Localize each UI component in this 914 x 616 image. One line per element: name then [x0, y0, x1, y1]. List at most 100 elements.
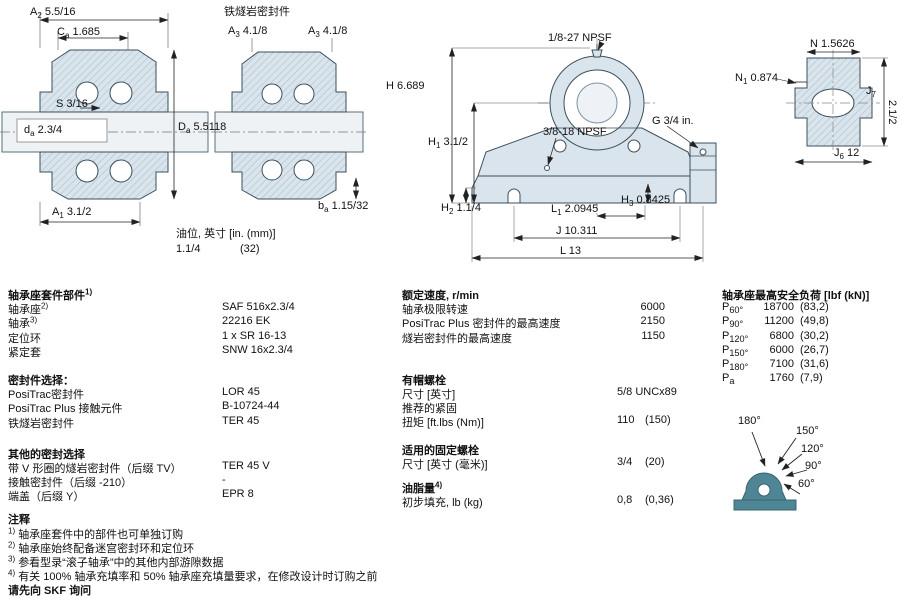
row-label: 推荐的紧固: [402, 403, 457, 416]
dim-s-label: S 3/16: [56, 98, 88, 110]
dim-sub: a: [30, 129, 35, 139]
note-line-2: 2) 轴承座始终配备迷宫密封环和定位环: [8, 540, 400, 555]
dim-value: 2.0945: [564, 203, 599, 215]
load-row-150: P150°6000(26,7): [722, 344, 910, 358]
note-mark: 3): [8, 554, 16, 564]
dim-prefix: A: [30, 6, 38, 18]
dim-value: 1.1/4: [456, 202, 481, 214]
other-seals-title: 其他的密封选择: [8, 448, 85, 461]
row-label: 扭矩 [ft.lbs (Nm)]: [402, 417, 484, 430]
angle-label-60: 60°: [798, 478, 815, 490]
oil-level-note: 油位, 英寸 [in. (mm)]: [176, 228, 276, 240]
row-value: 3/4: [617, 455, 633, 468]
row-label: 轴承座2): [8, 301, 48, 317]
row-value: 22216 EK: [222, 315, 271, 328]
dim-sub: 3: [628, 199, 634, 209]
dim-prefix: J: [866, 85, 872, 97]
dim-prefix: S: [56, 98, 64, 110]
row-label: 尺寸 [英寸 (毫米)]: [402, 458, 488, 471]
dim-value: 4.1/8: [322, 25, 348, 37]
row-value-kn: (31,6): [800, 357, 829, 370]
dim-value: 5.5/16: [44, 6, 76, 18]
left-section-drawing: [0, 13, 212, 226]
row-label: 带 V 形圈的燧岩密封件（后缀 TV）: [8, 462, 182, 475]
row-label: 初步填充, lb (kg): [402, 497, 483, 510]
row-value: 1150: [641, 329, 665, 342]
row-label: PosiTrac密封件: [8, 389, 84, 402]
oil-level-mm: (32): [240, 243, 260, 255]
row-label: 燧岩密封件的最高速度: [402, 332, 512, 345]
loads-title: 轴承座最高安全负荷 [lbf (kN)]: [722, 290, 870, 302]
dim-value: 4.1/8: [242, 25, 268, 37]
parts-title: 轴承座套件部件1): [8, 287, 400, 302]
dim-value: 1.15/32: [331, 200, 369, 212]
load-row-120: P120°6800(30,2): [722, 330, 910, 344]
note-line-3: 3) 参看型录“滚子轴承”中的其他内部游隙数据: [8, 554, 400, 569]
parts-title-text: 轴承座套件部件: [8, 290, 85, 302]
row-value: EPR 8: [222, 488, 254, 501]
fix-bolt-size-row: 尺寸 [英寸 (毫米)]3/4(20): [402, 455, 720, 471]
dim-sub: 6: [839, 152, 844, 162]
note-mark: 2): [8, 540, 16, 550]
cap-bolt-size-row: 尺寸 [英寸] 5/8 UNCx89: [402, 385, 720, 401]
row-value-metric: (150): [645, 414, 671, 427]
grease-title-note: 4): [435, 480, 443, 490]
dim-sub: 1: [557, 208, 562, 218]
load-angle-sub: 120°: [729, 333, 749, 344]
note-text: 有关 100% 轴承充填率和 50% 轴承座充填量要求，在修改设计时订购之前: [18, 571, 378, 584]
grease-title: 油脂量4): [402, 480, 720, 495]
parts-row-housing: 轴承座2)SAF 516x2.3/4: [8, 301, 400, 317]
grease-title-text: 油脂量: [402, 482, 435, 495]
row-label: P180°: [722, 358, 748, 372]
row-label: PosiTrac Plus 密封件的最高速度: [402, 318, 561, 331]
dim-sub: a: [185, 126, 191, 136]
load-symbol: P: [722, 329, 730, 342]
label-text: 紧定套: [8, 346, 41, 359]
row-label: 轴承极限转速: [402, 304, 468, 317]
dim-h1-label: H1 3.1/2: [428, 136, 468, 152]
dim-n-label: N 1.5626: [810, 38, 855, 50]
note-mark: 4): [8, 568, 16, 578]
dim-sub: 1: [59, 211, 64, 221]
row-label: P150°: [722, 344, 748, 358]
cap-bolt-torque-row: 扭矩 [ft.lbs (Nm)] 110 (150): [402, 414, 720, 430]
row-value: 7100: [769, 357, 794, 370]
row-label: P120°: [722, 330, 748, 344]
npsf-mid-label: 3/8-18 NPSF: [543, 126, 607, 138]
dim-prefix: L: [551, 203, 558, 215]
dim-prefix: N: [810, 38, 818, 50]
oil-level-value: 1.1/4: [176, 243, 201, 255]
row-label: 接触密封件（后缀 -210）: [8, 477, 133, 490]
dim-value: 0.874: [750, 72, 778, 84]
row-label: 铁燧岩密封件: [8, 417, 74, 430]
dim-prefix: N: [735, 72, 743, 84]
row-value: 5/8 UNCx89: [617, 385, 677, 398]
row-label: 紧定套: [8, 344, 41, 360]
load-angle-sub: 60°: [729, 305, 744, 316]
dim-value: 6.689: [397, 80, 425, 92]
cap-bolt-torque-label-row: 推荐的紧固: [402, 400, 720, 416]
dim-sub: 2: [37, 11, 42, 21]
dim-value: 1.5626: [821, 38, 855, 50]
parts-row-bearing: 轴承3)22216 EK: [8, 315, 400, 330]
load-symbol: P: [722, 315, 730, 328]
load-row-90: P90°11200(49,8): [722, 315, 910, 329]
notes-footer: 请先向 SKF 询问: [8, 585, 92, 598]
dim-Da-label: Da 5.5118: [178, 121, 226, 137]
dim-a3-right-label: A3 4.1/8: [308, 25, 347, 41]
dim-prefix: C: [57, 26, 65, 38]
fix-bolts-title: 适用的固定螺栓: [402, 444, 479, 457]
row-value: 1 x SR 16-13: [222, 329, 287, 342]
row-value: 110: [617, 414, 635, 427]
dim-value: 3/4 in.: [663, 115, 694, 127]
dim-value: 12: [847, 147, 860, 159]
row-label: 尺寸 [英寸]: [402, 388, 456, 401]
dim-value: 3.1/2: [66, 206, 92, 218]
load-angle-sub: 90°: [729, 319, 744, 330]
dim-prefix: H: [441, 202, 449, 214]
note-text: 轴承座套件中的部件也可单独订购: [18, 528, 184, 541]
row-value: LOR 45: [222, 386, 260, 399]
